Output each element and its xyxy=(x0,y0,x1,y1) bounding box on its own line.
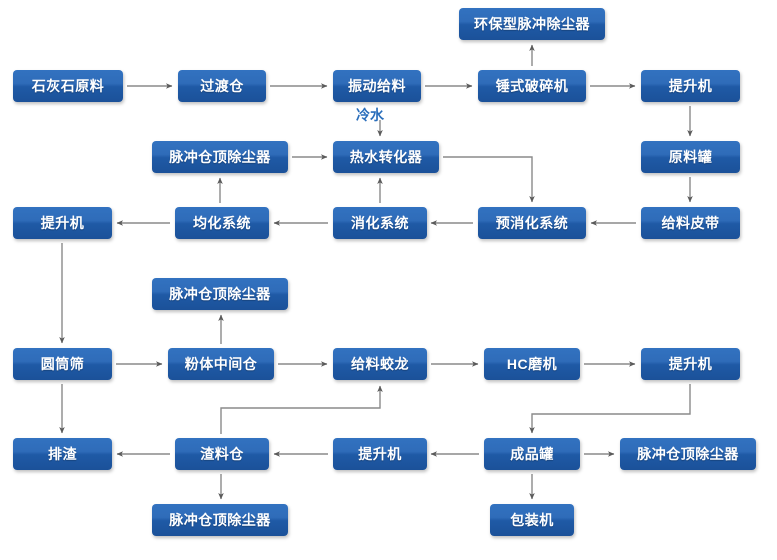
edge-n20-n24 xyxy=(529,384,691,434)
node-silo-top-dust-collector-3[interactable]: 脉冲仓顶除尘器 xyxy=(620,438,756,470)
node-elevator-4[interactable]: 提升机 xyxy=(333,438,427,470)
node-vibrating-feeder[interactable]: 振动给料 xyxy=(333,70,421,102)
node-transition-silo[interactable]: 过渡仓 xyxy=(178,70,266,102)
node-silo-top-dust-collector-1[interactable]: 脉冲仓顶除尘器 xyxy=(152,141,288,173)
node-hot-water-converter[interactable]: 热水转化器 xyxy=(333,141,439,173)
node-pre-digestion-system[interactable]: 预消化系统 xyxy=(478,207,586,239)
node-limestone-raw-material[interactable]: 石灰石原料 xyxy=(13,70,123,102)
node-eco-pulse-dust-collector[interactable]: 环保型脉冲除尘器 xyxy=(459,8,605,40)
node-slag-discharge[interactable]: 排渣 xyxy=(13,438,112,470)
node-elevator-1[interactable]: 提升机 xyxy=(641,70,740,102)
node-digestion-system[interactable]: 消化系统 xyxy=(333,207,427,239)
edge-n22-n18 xyxy=(220,385,383,434)
node-hc-mill[interactable]: HC磨机 xyxy=(484,348,580,380)
node-elevator-2[interactable]: 提升机 xyxy=(13,207,112,239)
node-finished-product-tank[interactable]: 成品罐 xyxy=(484,438,580,470)
node-silo-top-dust-collector-4[interactable]: 脉冲仓顶除尘器 xyxy=(152,504,288,536)
cold-water-label: 冷水 xyxy=(356,107,384,123)
node-drum-screen[interactable]: 圆筒筛 xyxy=(13,348,112,380)
node-elevator-3[interactable]: 提升机 xyxy=(641,348,740,380)
node-packing-machine[interactable]: 包装机 xyxy=(490,504,574,536)
node-screw-feeder[interactable]: 给料蛟龙 xyxy=(333,348,427,380)
node-hammer-crusher[interactable]: 锤式破碎机 xyxy=(478,70,586,102)
node-feeding-belt[interactable]: 给料皮带 xyxy=(641,207,740,239)
edge-n9-n13 xyxy=(443,156,535,203)
node-homogenizing-system[interactable]: 均化系统 xyxy=(175,207,269,239)
node-slag-silo[interactable]: 渣料仓 xyxy=(175,438,269,470)
node-raw-material-tank[interactable]: 原料罐 xyxy=(641,141,740,173)
node-silo-top-dust-collector-2[interactable]: 脉冲仓顶除尘器 xyxy=(152,278,288,310)
node-powder-intermediate-silo[interactable]: 粉体中间仓 xyxy=(168,348,274,380)
